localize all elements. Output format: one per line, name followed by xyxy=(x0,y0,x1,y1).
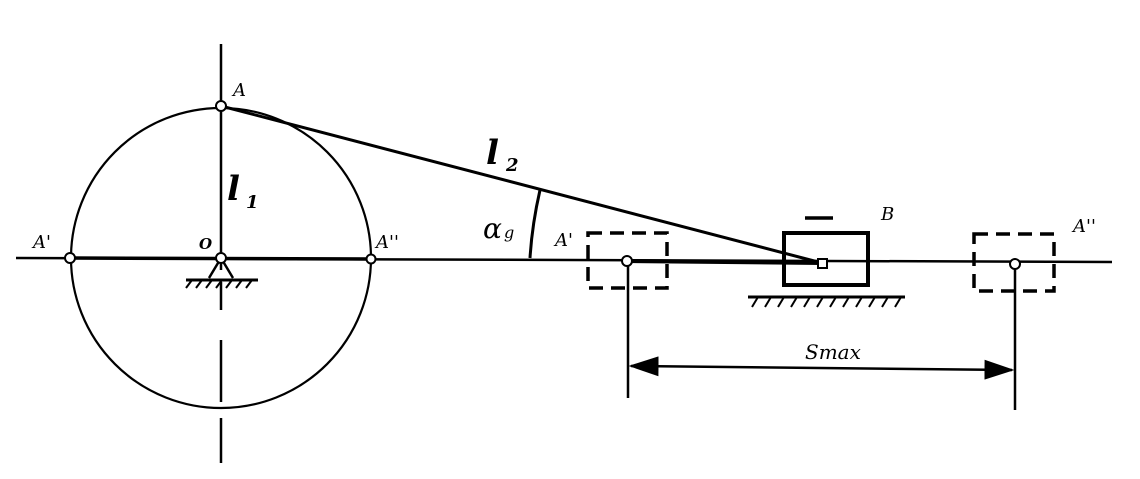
label-A2-circle: A'' xyxy=(374,232,399,253)
connecting-rod xyxy=(220,104,823,265)
label-alpha-subscript: g xyxy=(504,223,514,242)
label-O: O xyxy=(199,235,212,253)
label-l2: l xyxy=(486,133,499,173)
label-l1-subscript: 1 xyxy=(246,192,259,213)
pivot-ground-hatch xyxy=(185,279,253,289)
slider-pin-link xyxy=(626,259,823,265)
label-alpha: α xyxy=(483,212,502,245)
joint-B xyxy=(817,258,828,269)
label-l1: l xyxy=(227,169,240,209)
label-smax: Smax xyxy=(805,340,861,364)
joint-A2-circle xyxy=(365,253,377,265)
joint-O xyxy=(215,252,227,264)
angle-arc xyxy=(528,189,542,259)
label-B: B xyxy=(880,204,894,225)
label-A: A xyxy=(231,80,246,101)
label-A1-slider: A' xyxy=(553,230,573,251)
joint-A1-left xyxy=(64,252,76,264)
slider-block xyxy=(782,231,870,287)
joint-A xyxy=(215,100,227,112)
smax-dimension-line xyxy=(628,356,1015,380)
joint-A1-slider xyxy=(621,255,633,267)
slider-ground-hatch xyxy=(751,296,902,308)
label-A1-left: A' xyxy=(31,232,51,253)
joint-A2-slider xyxy=(1009,258,1021,270)
label-A2-slider: A'' xyxy=(1071,216,1096,237)
label-l2-subscript: 2 xyxy=(505,155,519,176)
